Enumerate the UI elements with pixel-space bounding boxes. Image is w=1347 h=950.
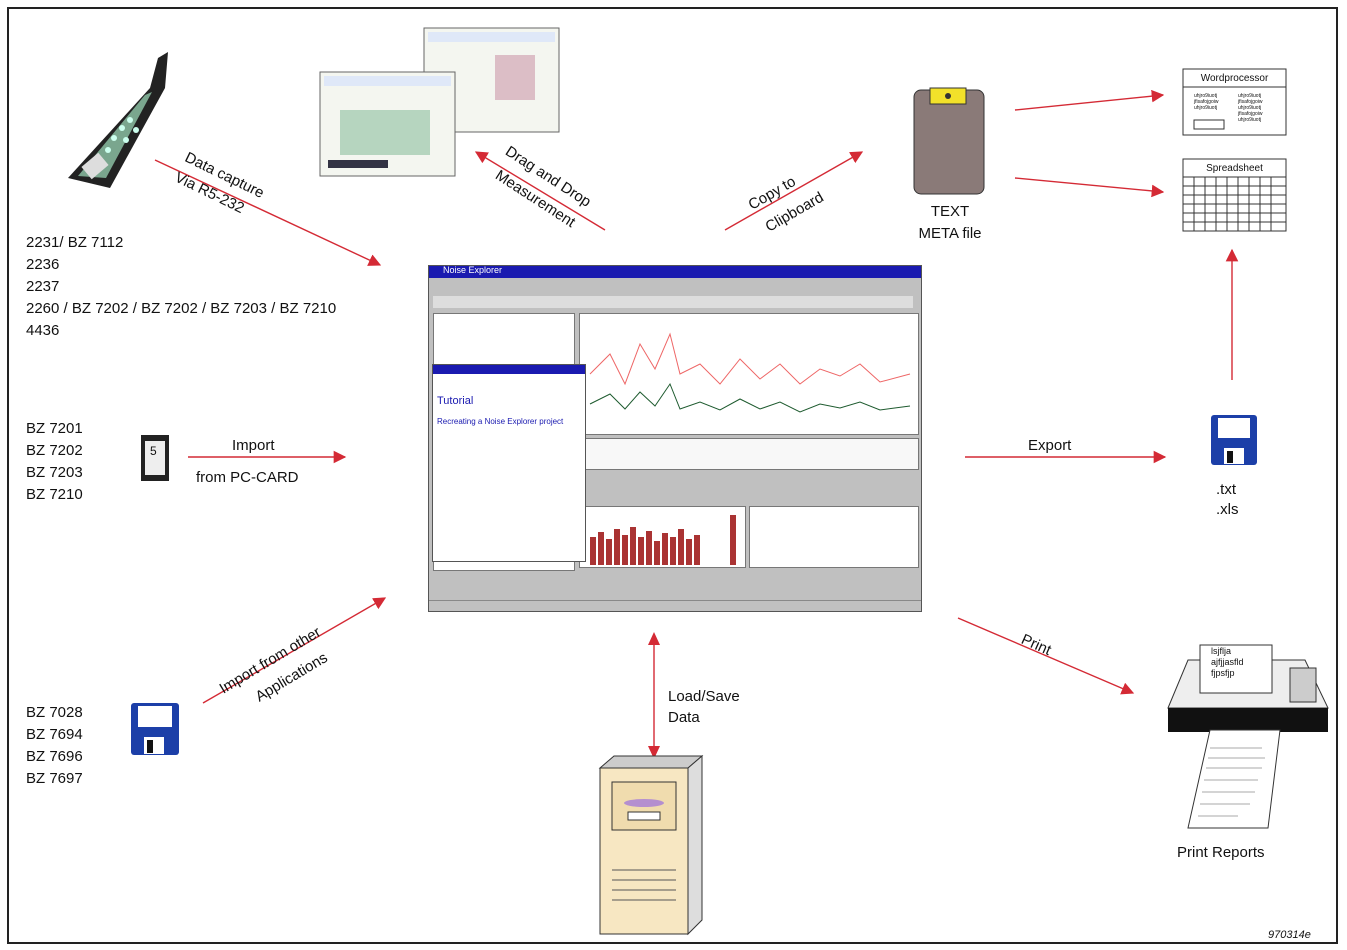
clipboard-icon	[913, 87, 985, 195]
printer-paper-text: lsjfljа ajfjjasfld fjpsfjp	[1211, 646, 1244, 679]
clipboard-text-label: TEXT	[930, 203, 970, 220]
arrow-wordprocessor	[1014, 89, 1165, 111]
spreadsheet-icon	[1182, 158, 1287, 232]
tutorial-link: Recreating a Noise Explorer project	[437, 417, 564, 426]
model-label: BZ 7202	[26, 442, 83, 459]
arrow-data-capture	[154, 159, 382, 266]
model-label: 4436	[26, 322, 60, 339]
floppy-import-icon	[131, 703, 179, 755]
spreadsheet-title: Spreadsheet	[1206, 163, 1263, 174]
spectrum-chart	[579, 506, 746, 568]
doc-line: uhjro9iuotj	[1238, 93, 1262, 99]
doc-line: jfisafojgoiw	[1194, 99, 1219, 105]
arrow-copy	[724, 151, 864, 231]
pccard-models-list: BZ 7201 BZ 7202 BZ 7203 BZ 7210	[26, 418, 83, 506]
other-app-models-list: BZ 7028 BZ 7694 BZ 7696 BZ 7697	[26, 702, 83, 790]
application-screenshot: Noise Explorer Tutorial Recreating a Noi…	[428, 265, 922, 612]
wordprocessor-title: Wordprocessor	[1200, 73, 1269, 84]
app-titlebar: Noise Explorer	[429, 266, 921, 278]
time-chart	[579, 313, 919, 435]
wordprocessor-text-right: uhjro9iuotj jfisafojgoiw uhjro9iuotj jfi…	[1238, 93, 1262, 123]
floppy-export-icon	[1211, 415, 1257, 465]
paper-line: ajfjjasfld	[1211, 657, 1244, 667]
arrow-drag-drop	[474, 151, 606, 231]
doc-line: uhjro9iuotj	[1194, 105, 1218, 111]
export-label: Export	[1028, 437, 1072, 454]
app-title: Noise Explorer	[443, 265, 503, 275]
print-reports-label: Print Reports	[1177, 844, 1265, 861]
doc-line: uhjro9iuotj	[1238, 117, 1262, 123]
sound-level-meter-icon	[68, 52, 168, 188]
load-save-sub-label: Data	[668, 709, 700, 726]
model-label: 2236	[26, 256, 60, 273]
model-label: 2237	[26, 278, 60, 295]
model-label: BZ 7696	[26, 748, 83, 765]
arrow-print	[957, 617, 1135, 695]
model-label: BZ 7201	[26, 420, 83, 437]
import-sub-label: from PC-CARD	[196, 469, 299, 486]
doc-line: jfisafojgoiw	[1238, 99, 1263, 105]
wordprocessor-icon	[1182, 68, 1287, 136]
model-label: BZ 7028	[26, 704, 83, 721]
model-label: BZ 7203	[26, 464, 83, 481]
model-label: 2260 / BZ 7202 / BZ 7202 / BZ 7203 / BZ …	[26, 300, 337, 317]
doc-line: jfisafojgoiw	[1238, 111, 1263, 117]
export-xls-label: .xls	[1216, 501, 1239, 518]
tutorial-window: Tutorial Recreating a Noise Explorer pro…	[432, 364, 586, 562]
tutorial-heading: Tutorial	[437, 395, 474, 407]
computer-tower-icon	[598, 754, 704, 936]
wordprocessor-text-left: uhjro9iuotj jfisafojgoiw uhjro9iuotj	[1194, 93, 1218, 111]
diagram-id: 970314e	[1268, 929, 1311, 941]
load-save-label: Load/Save	[668, 688, 740, 705]
import-label: Import	[232, 437, 275, 454]
doc-line: uhjro9iuotj	[1194, 93, 1218, 99]
printer-icon	[1167, 644, 1329, 829]
serial-models-list: 2231/ BZ 7112 2236 2237 2260 / BZ 7202 /…	[26, 232, 336, 342]
paper-line: lsjfljа	[1211, 646, 1232, 656]
arrow-spreadsheet	[1014, 177, 1165, 198]
model-label: BZ 7697	[26, 770, 83, 787]
diagram-frame	[7, 7, 1338, 944]
pc-card-icon	[141, 435, 169, 481]
software-box-icon	[319, 27, 560, 177]
export-txt-label: .txt	[1216, 481, 1237, 498]
model-label: BZ 7210	[26, 486, 83, 503]
doc-line: uhjro9iuotj	[1238, 105, 1262, 111]
model-label: 2231/ BZ 7112	[26, 234, 124, 251]
clipboard-meta-label: META file	[918, 225, 982, 242]
card-number: 5	[150, 444, 157, 458]
arrow-import-other	[202, 597, 387, 704]
paper-line: fjpsfjp	[1211, 668, 1235, 678]
model-label: BZ 7694	[26, 726, 83, 743]
